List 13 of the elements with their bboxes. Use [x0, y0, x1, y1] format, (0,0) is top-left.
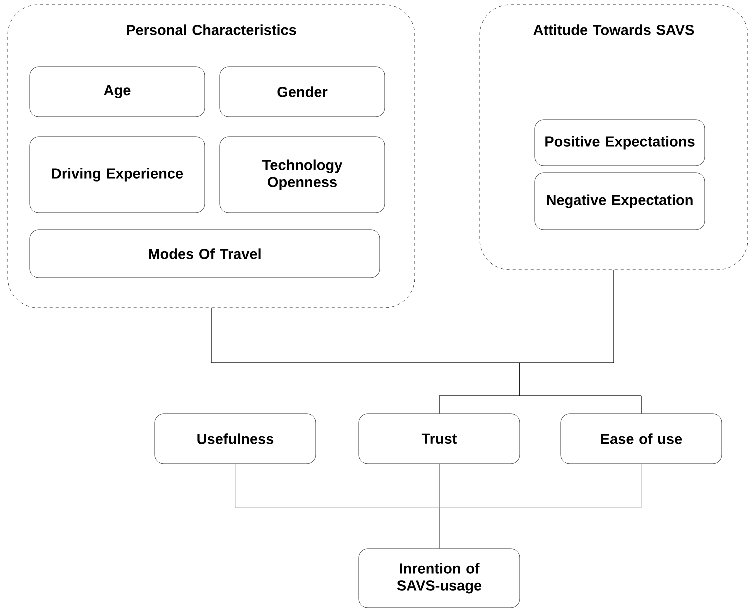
box: Positive Expectations [534, 120, 706, 166]
connector-line [439, 464, 642, 549]
box: Trust [358, 414, 520, 464]
box: Driving Experience [30, 136, 206, 214]
box: Ease of use [560, 414, 722, 464]
box: Technology Openness [220, 136, 386, 214]
box: Negative Expectation [534, 172, 706, 230]
box: Inrention of SAVS-usage [358, 548, 520, 608]
box: Modes Of Travel [30, 230, 380, 278]
box: Age [30, 66, 206, 118]
box: Gender [220, 66, 386, 118]
connector-line [520, 270, 642, 414]
box: Usefulness [154, 414, 316, 464]
